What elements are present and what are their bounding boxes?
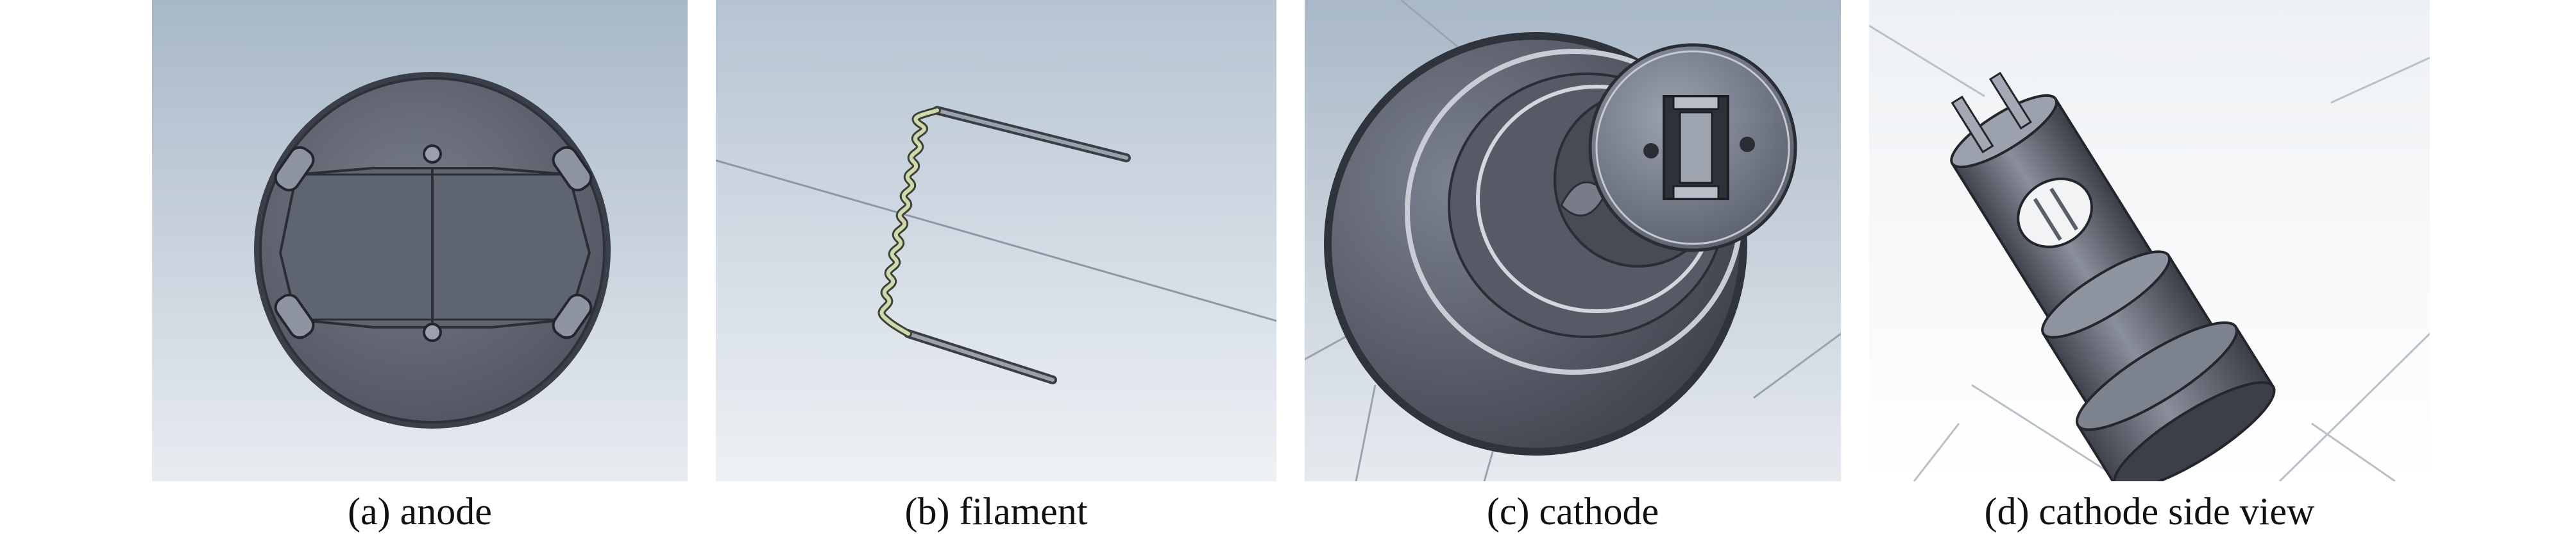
caption-filament: (b) filament <box>904 490 1088 533</box>
filament-render-icon <box>716 0 1276 481</box>
caption-cathode-side-view: (d) cathode side view <box>1984 490 2315 533</box>
panel-cathode <box>1305 0 1841 481</box>
caption-anode: (a) anode <box>348 490 492 533</box>
panel-filament <box>716 0 1276 481</box>
caption-cathode: (c) cathode <box>1486 490 1659 533</box>
anode-render-icon <box>152 0 688 481</box>
cathode-side-render-icon <box>1869 0 2430 481</box>
cathode-render-icon <box>1305 0 1841 481</box>
panel-cathode-side-view <box>1869 0 2430 481</box>
panel-anode <box>152 0 688 481</box>
